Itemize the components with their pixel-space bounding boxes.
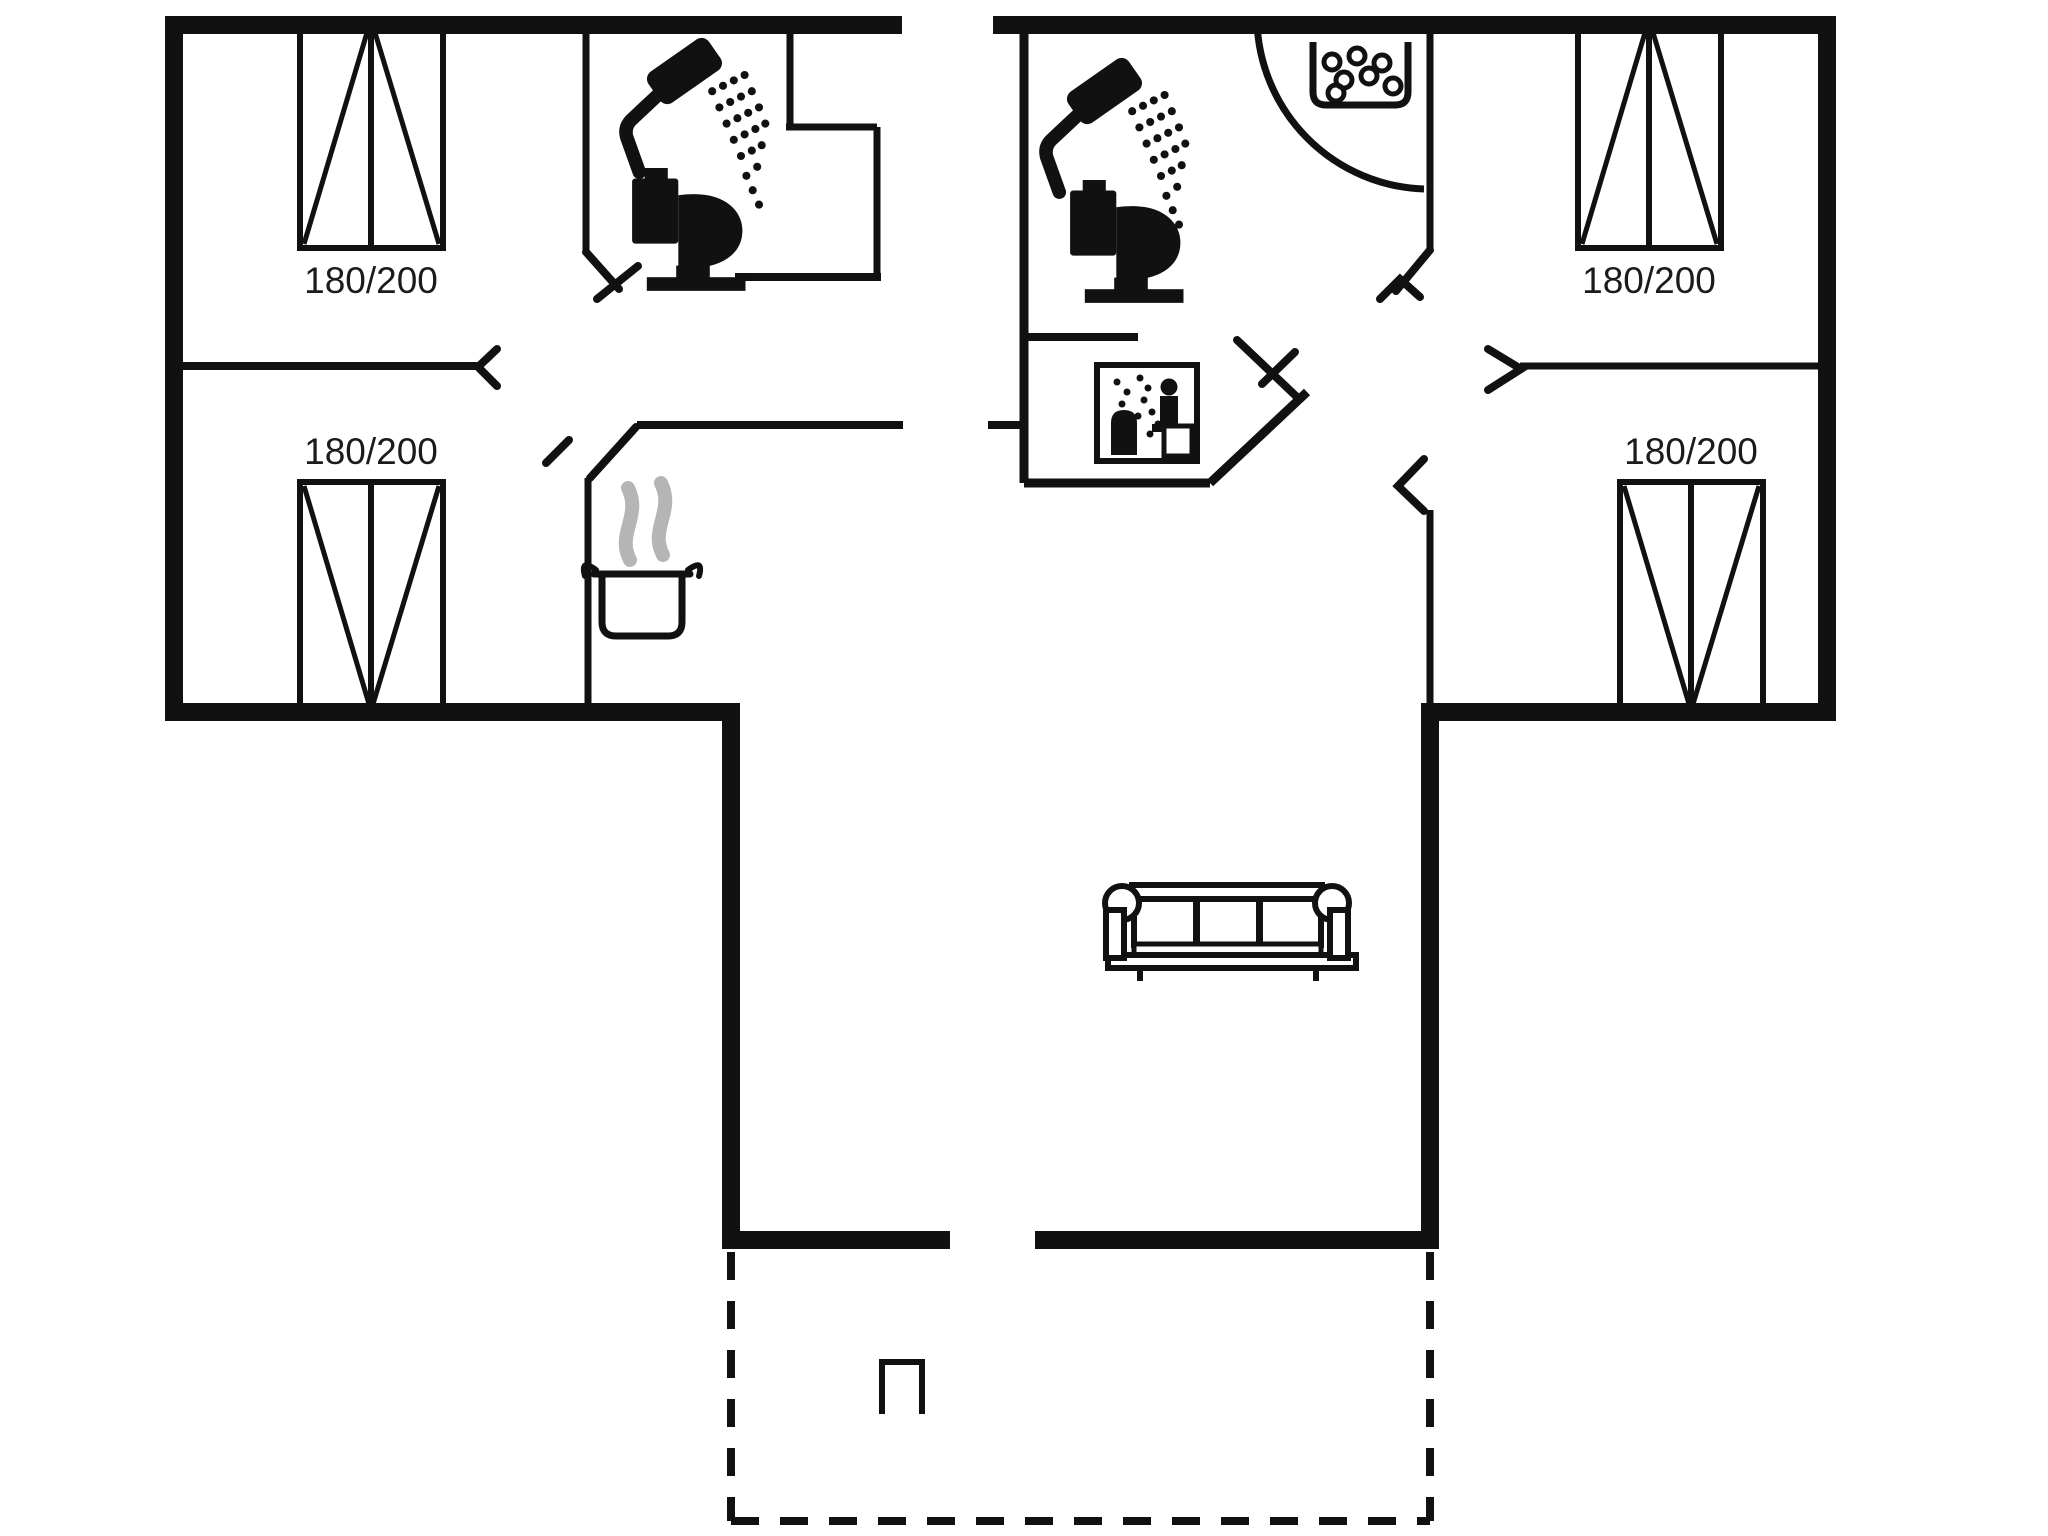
bed-mid-right xyxy=(1617,479,1766,713)
sofa-armrest-right-side xyxy=(1327,907,1351,961)
door-tick-bathroom2 xyxy=(1258,348,1299,388)
whirlpool-bubbles xyxy=(1321,45,1404,104)
sofa-front-apron xyxy=(1105,952,1359,971)
whirlpool-tub-outline xyxy=(1309,42,1412,109)
sofa-armrest-left-side xyxy=(1103,907,1127,961)
sauna-steam-dots xyxy=(1113,374,1162,438)
toilet-icon xyxy=(632,168,746,291)
door-tick-bathroom2-bedroom3 xyxy=(1376,273,1424,303)
bed-duvet-lines xyxy=(1579,25,1720,245)
bed-mid-left-label: 180/200 xyxy=(304,431,438,472)
sofa-cushion xyxy=(1194,896,1262,948)
pot-body xyxy=(598,570,686,640)
bed-top-right-label: 180/200 xyxy=(1582,260,1716,301)
sofa-icon xyxy=(1102,882,1359,981)
sauna-bench xyxy=(1161,423,1195,459)
sofa-legs xyxy=(1137,968,1319,981)
bed-mid-left xyxy=(297,479,446,713)
door-tick-bathroom1 xyxy=(593,262,642,303)
sauna-person-head xyxy=(1160,378,1178,396)
whirlpool-icon xyxy=(1309,42,1412,109)
door-tick-bedroom2 xyxy=(542,436,573,467)
bed-duvet-lines xyxy=(1621,485,1762,705)
inner-walls xyxy=(174,16,1827,712)
door-leaf-bathroom2 xyxy=(1233,336,1302,402)
cooking-pot-icon xyxy=(580,476,704,640)
door-symbols xyxy=(472,246,1529,515)
bed-mid-right-label: 180/200 xyxy=(1624,431,1758,472)
terrace-marker-icon xyxy=(879,1359,925,1414)
terrace xyxy=(727,1252,1434,1525)
sofa-cushion xyxy=(1257,896,1324,948)
door-leaf-bedroom2 xyxy=(586,423,640,482)
outer-walls xyxy=(165,16,1836,1249)
bed-top-left xyxy=(297,17,446,251)
sofa-cushion xyxy=(1131,896,1199,948)
sauna-heater xyxy=(1111,410,1137,455)
whirlpool-corner-arc xyxy=(1253,21,1425,193)
door-tick-bedroom3 xyxy=(1484,345,1529,394)
door-tick-bedroom4 xyxy=(1392,455,1428,515)
wall-sauna-chamfer xyxy=(1206,388,1311,487)
bed-top-left-label: 180/200 xyxy=(304,260,438,301)
pot-handle-right xyxy=(685,562,704,579)
shower-icon xyxy=(1046,54,1189,228)
sauna-icon xyxy=(1094,362,1200,464)
pot-steam xyxy=(618,476,673,567)
bed-duvet-lines xyxy=(301,25,442,245)
pot-handle-left xyxy=(580,562,599,579)
door-tick-bedroom1 xyxy=(472,345,501,390)
bed-top-right xyxy=(1575,17,1724,251)
bed-duvet-lines xyxy=(301,485,442,705)
sauna-person-body xyxy=(1152,396,1178,432)
